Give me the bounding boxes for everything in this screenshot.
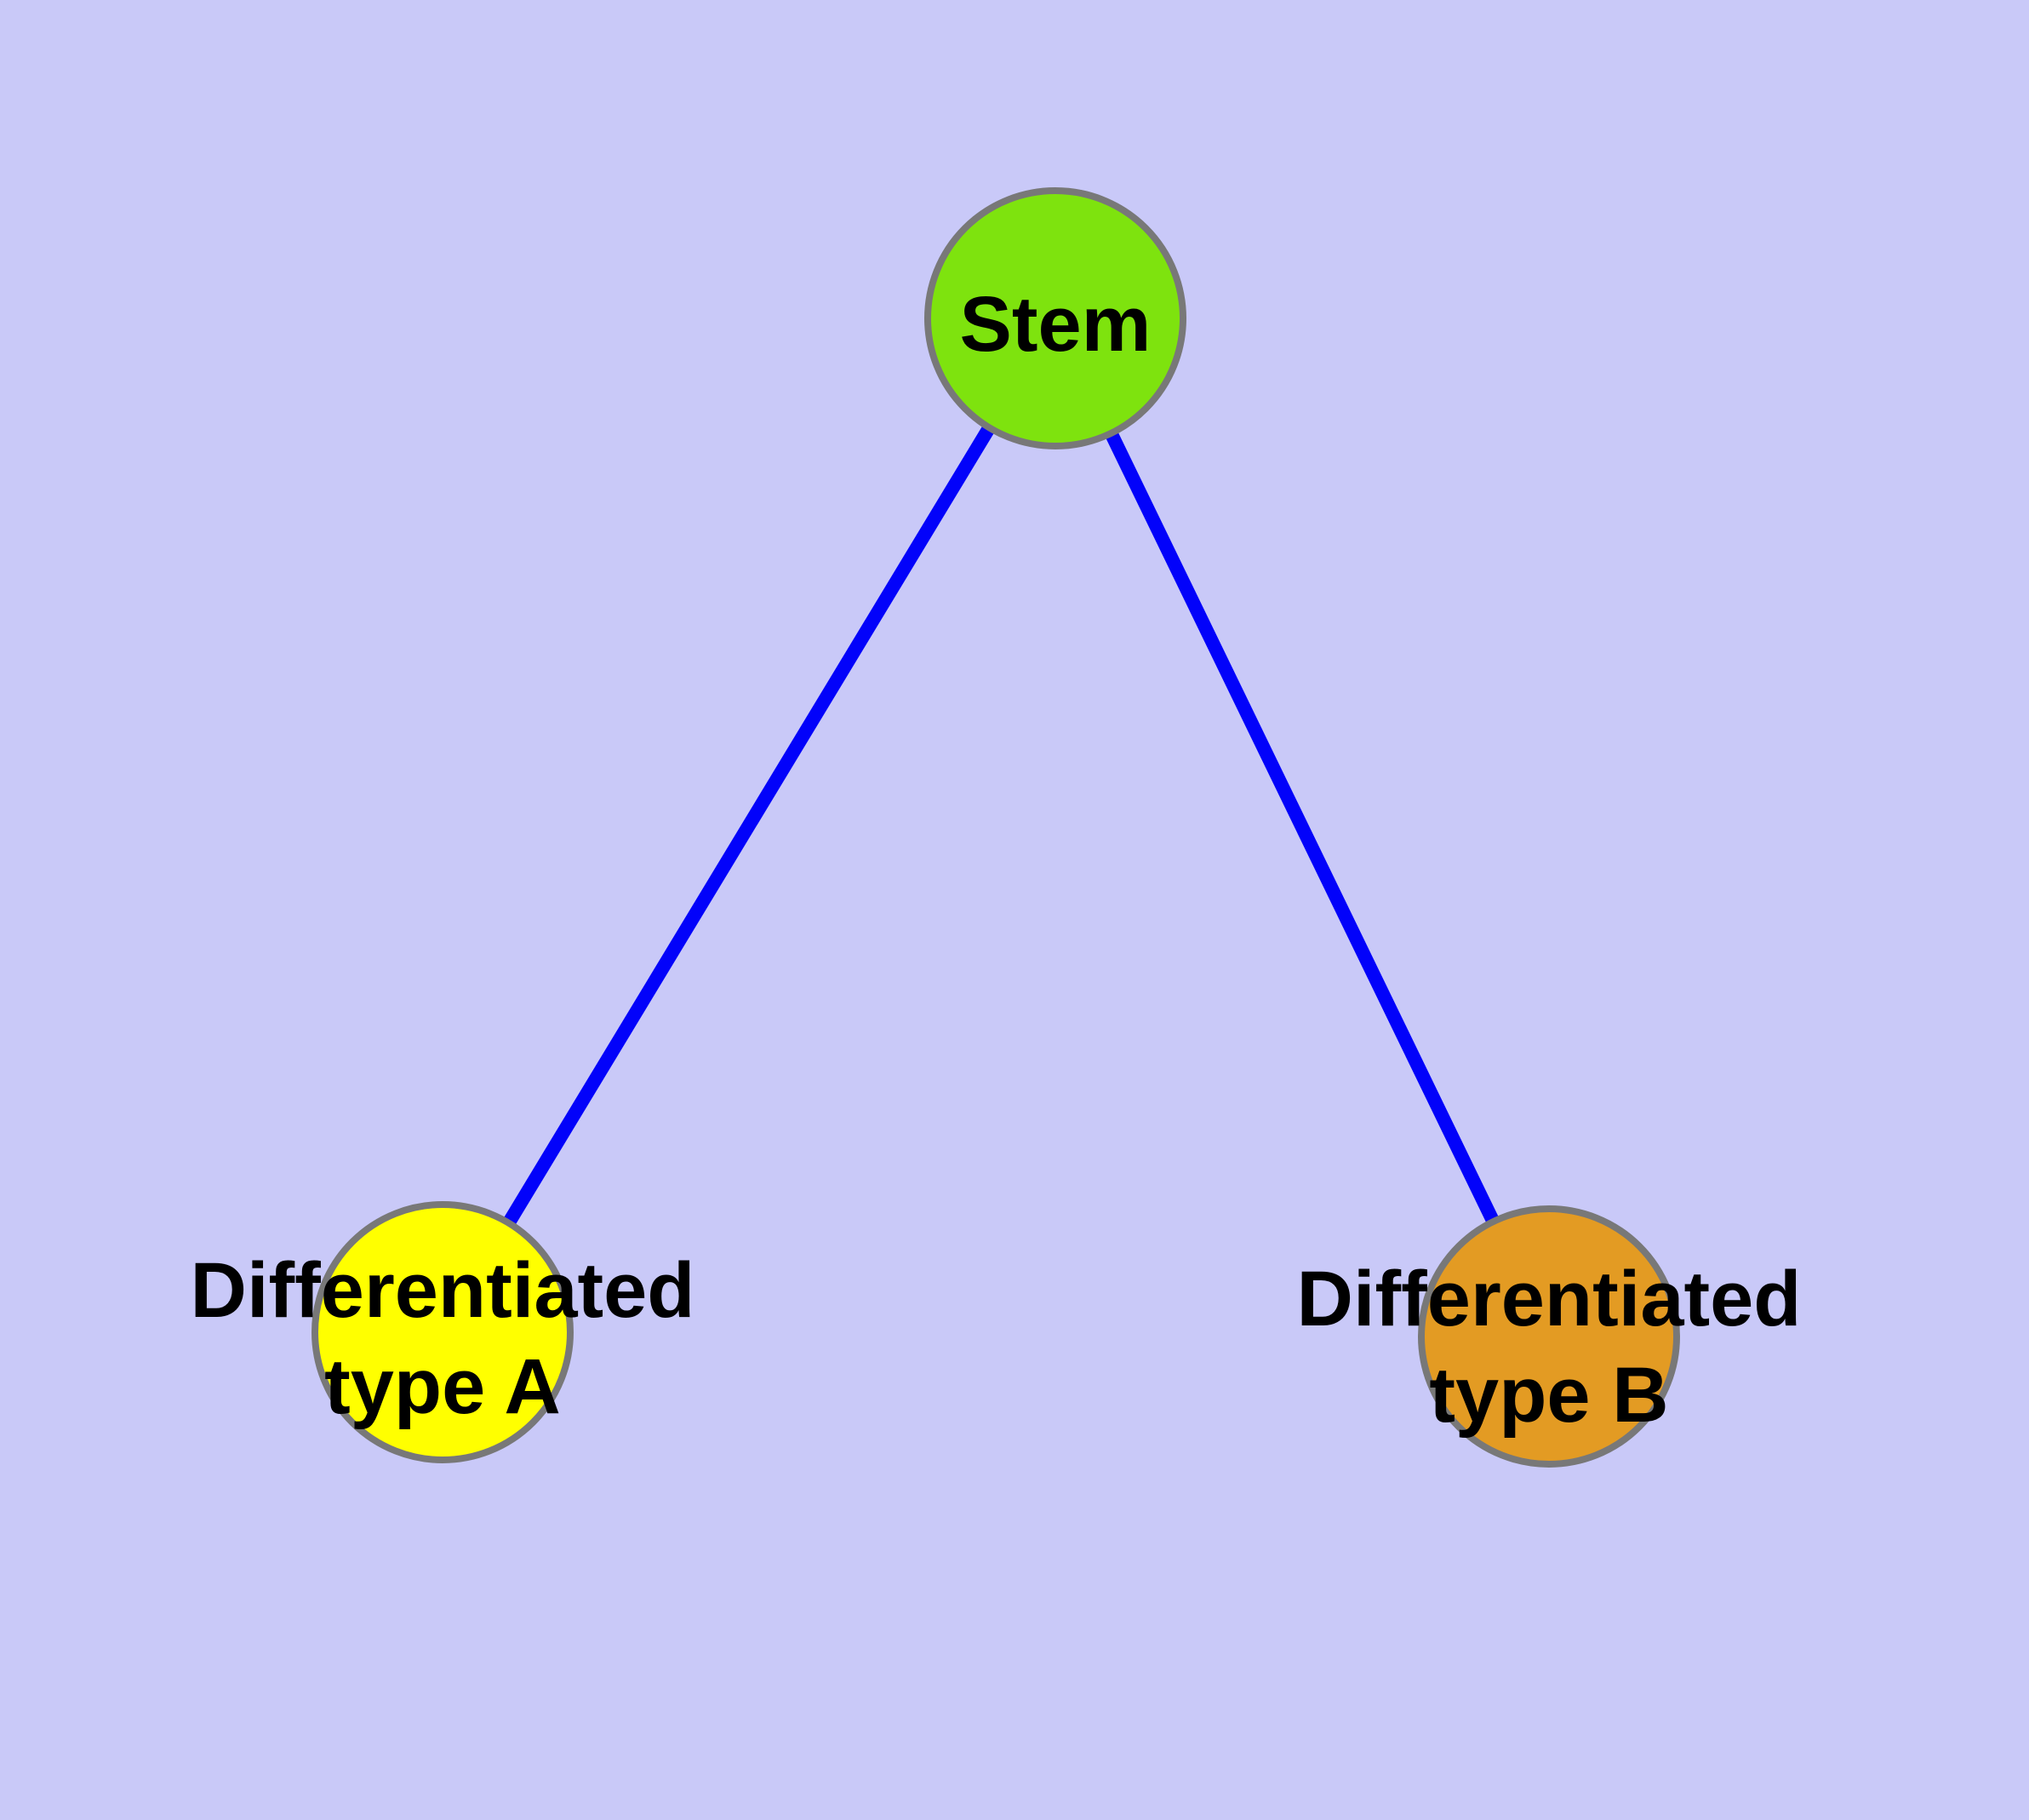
- node-stem-circle: [924, 187, 1186, 449]
- edge-stem-to-type-a: [437, 314, 1061, 1336]
- node-type-b-label-line1: Differentiated: [1297, 1256, 1802, 1342]
- node-type-a-label-line2: type A: [324, 1343, 561, 1430]
- edge-stem-to-type-b: [1049, 315, 1556, 1340]
- node-type-b-label-line2: type B: [1429, 1352, 1668, 1439]
- node-type-b-circle: [1418, 1205, 1680, 1468]
- node-type-a-circle: [311, 1201, 574, 1463]
- node-stem-label: Stem: [960, 281, 1152, 368]
- node-type-a-label-line1: Differentiated: [191, 1247, 695, 1334]
